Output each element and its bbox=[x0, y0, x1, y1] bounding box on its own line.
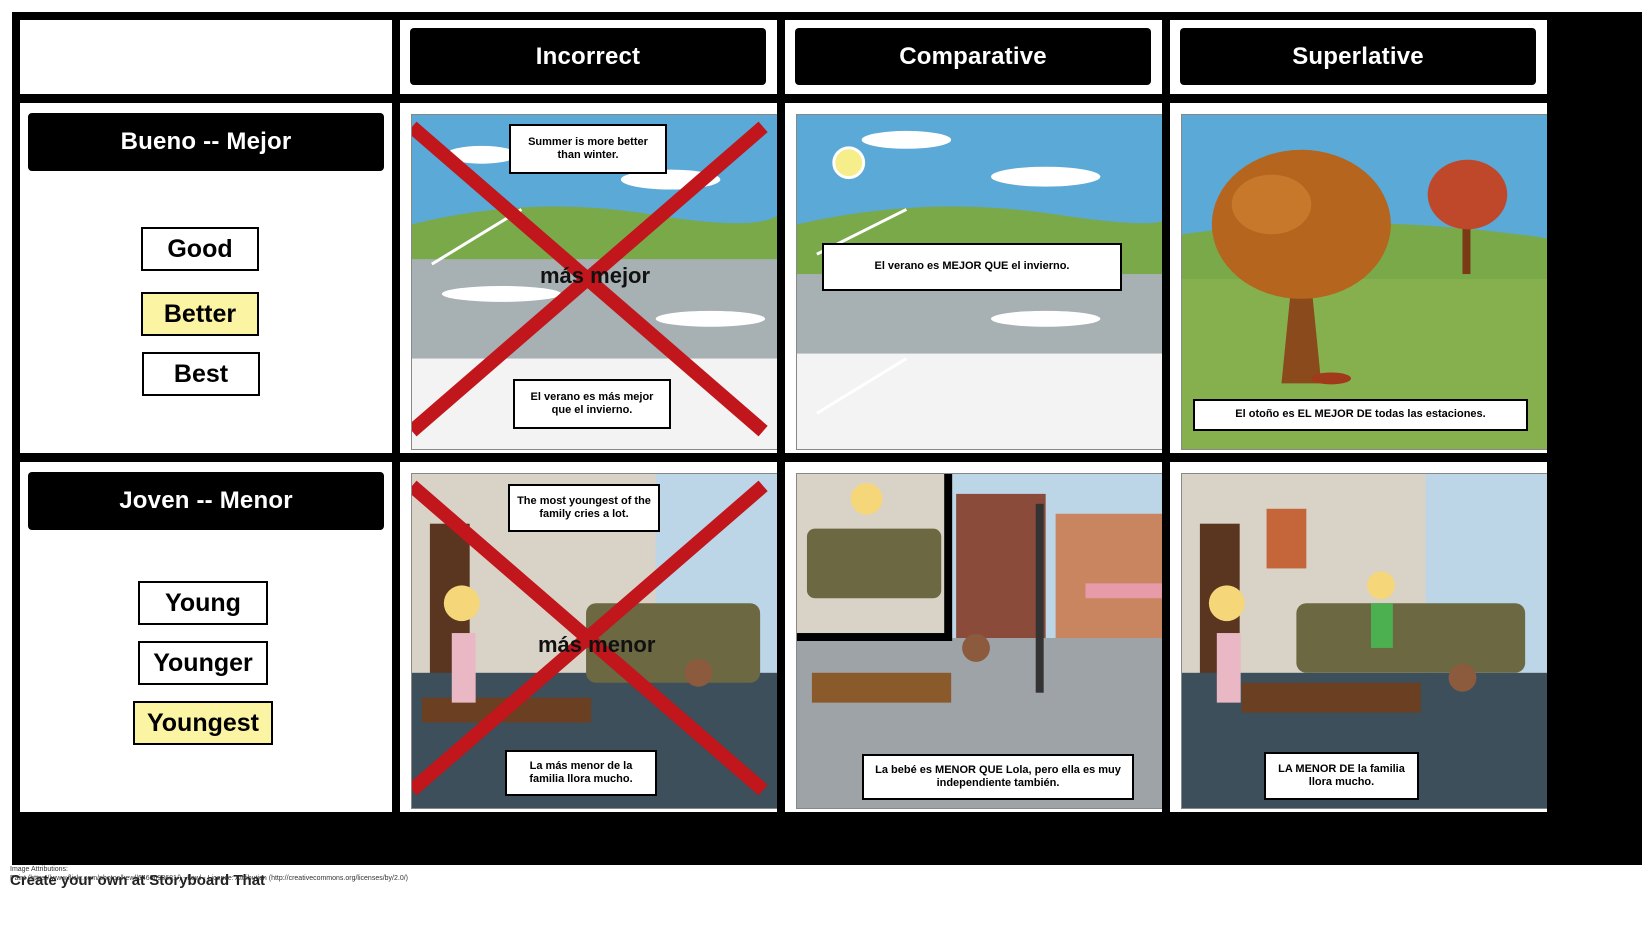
word-younger: Younger bbox=[138, 641, 268, 685]
incorrect-caption-top-1: Summer is more better than winter. bbox=[509, 124, 667, 174]
header-cell-superlative: Superlative bbox=[1170, 20, 1547, 94]
scene-cell-1-comparative: El verano es MEJOR QUE el invierno. bbox=[785, 103, 1162, 453]
row-label-cell-1: Bueno -- Mejor Good Better Best bbox=[20, 103, 392, 453]
street-scene bbox=[796, 473, 1162, 809]
column-title-superlative: Superlative bbox=[1180, 28, 1536, 85]
corner-cell bbox=[20, 20, 392, 94]
attribution-title: Image Attributions: bbox=[10, 866, 68, 873]
header-cell-comparative: Comparative bbox=[785, 20, 1162, 94]
header-cell-incorrect: Incorrect bbox=[400, 20, 777, 94]
word-best: Best bbox=[142, 352, 260, 396]
incorrect-overlay-1: más mejor bbox=[540, 263, 651, 288]
word-young: Young bbox=[138, 581, 268, 625]
row-title-1: Bueno -- Mejor bbox=[28, 113, 384, 171]
storyboard-credit: Create your own at Storyboard That bbox=[10, 872, 266, 889]
scene-cell-2-superlative: LA MENOR DE la familia llora mucho. bbox=[1170, 462, 1547, 812]
scene-cell-2-comparative: La bebé es MENOR QUE Lola, pero ella es … bbox=[785, 462, 1162, 812]
column-title-comparative: Comparative bbox=[795, 28, 1151, 85]
word-good: Good bbox=[141, 227, 259, 271]
scene-cell-1-incorrect: Summer is more better than winter. más m… bbox=[400, 103, 777, 453]
column-title-incorrect: Incorrect bbox=[410, 28, 766, 85]
superlative-caption-1: El otoño es EL MEJOR DE todas las estaci… bbox=[1193, 399, 1528, 431]
storyboard-grid: Incorrect Comparative Superlative Bueno … bbox=[12, 12, 1642, 865]
superlative-caption-2: LA MENOR DE la familia llora mucho. bbox=[1264, 752, 1419, 800]
incorrect-caption-bottom-1: El verano es más mejor que el invierno. bbox=[513, 379, 671, 429]
attribution-line: Paint (https://www.flickr.com/photos/kew… bbox=[10, 875, 409, 882]
row-title-2: Joven -- Menor bbox=[28, 472, 384, 530]
family-room-scene bbox=[1181, 473, 1547, 809]
scene-cell-1-superlative: El otoño es EL MEJOR DE todas las estaci… bbox=[1170, 103, 1547, 453]
row-label-cell-2: Joven -- Menor Young Younger Youngest bbox=[20, 462, 392, 812]
incorrect-caption-bottom-2: La más menor de la familia llora mucho. bbox=[505, 750, 657, 796]
word-better: Better bbox=[141, 292, 259, 336]
scene-cell-2-incorrect: The most youngest of the family cries a … bbox=[400, 462, 777, 812]
living-room-scene bbox=[411, 473, 777, 809]
comparative-caption-2: La bebé es MENOR QUE Lola, pero ella es … bbox=[862, 754, 1134, 800]
comparative-caption-1: El verano es MEJOR QUE el invierno. bbox=[822, 243, 1122, 291]
incorrect-caption-top-2: The most youngest of the family cries a … bbox=[508, 484, 660, 532]
word-youngest: Youngest bbox=[133, 701, 273, 745]
incorrect-overlay-2: más menor bbox=[538, 632, 656, 657]
